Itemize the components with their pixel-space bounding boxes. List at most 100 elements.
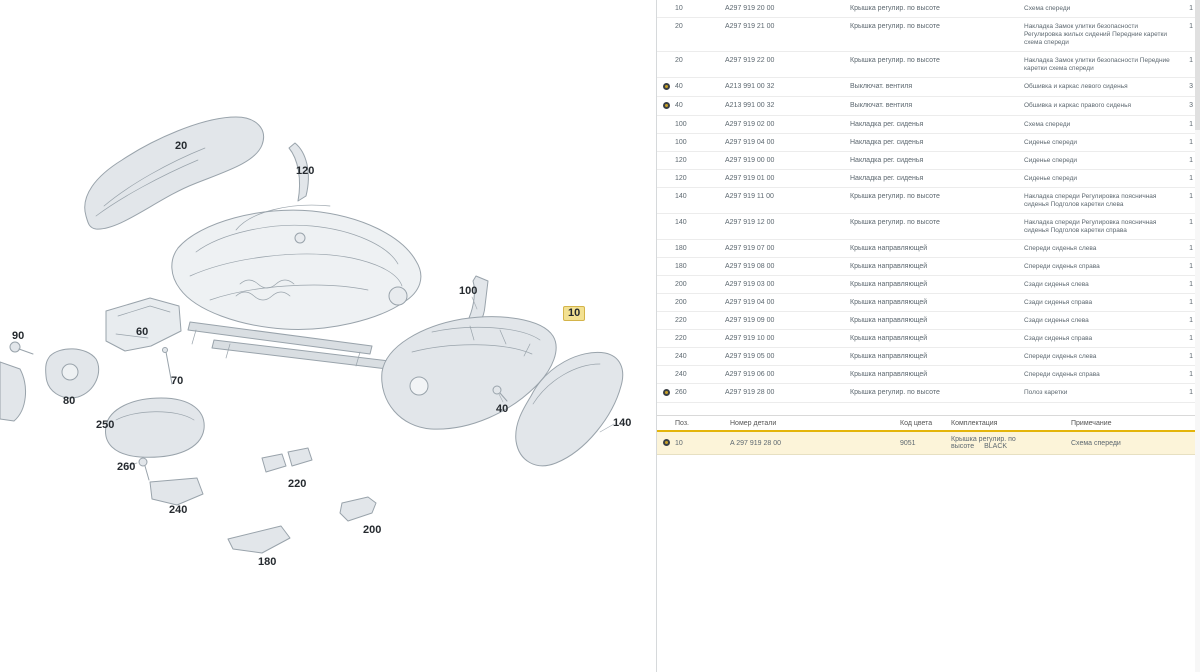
scrollbar-thumb[interactable] <box>1195 0 1200 130</box>
part-note: Накладка спереди Регулировка поясничная … <box>1024 193 1157 208</box>
part-name: Крышка регулир. по высоте <box>850 193 940 200</box>
diagram-callout-80[interactable]: 80 <box>63 395 76 407</box>
part-number: A297 919 02 00 <box>725 121 775 128</box>
part-quantity: 1 <box>1189 389 1193 396</box>
part-quantity: 3 <box>1189 102 1193 109</box>
diagram-callout-90[interactable]: 90 <box>12 330 25 342</box>
part-name: Накладка рег. сиденья <box>850 121 924 128</box>
part-quantity: 1 <box>1189 157 1193 164</box>
part-position: 220 <box>675 335 687 342</box>
part-position: 180 <box>675 263 687 270</box>
part-position: 100 <box>675 121 687 128</box>
vertical-scrollbar[interactable] <box>1195 0 1200 672</box>
part-number: A297 919 07 00 <box>725 245 775 252</box>
part-number: A297 919 21 00 <box>725 23 775 30</box>
part-name: Накладка рег. сиденья <box>850 139 924 146</box>
part-number: A297 919 04 00 <box>725 299 775 306</box>
part-number: A297 919 06 00 <box>725 371 775 378</box>
color-variant-icon <box>663 438 670 446</box>
diagram-callout-200[interactable]: 200 <box>363 524 382 536</box>
diagram-callout-40[interactable]: 40 <box>496 403 509 415</box>
part-number: A297 919 09 00 <box>725 317 775 324</box>
part-number: A297 919 04 00 <box>725 139 775 146</box>
part-position: 140 <box>675 193 687 200</box>
part-position: 40 <box>675 83 683 90</box>
part-number: A297 919 20 00 <box>725 5 775 12</box>
part-position: 40 <box>675 102 683 109</box>
diagram-callout-120[interactable]: 120 <box>296 165 315 177</box>
part-number: A213 991 00 32 <box>725 83 775 90</box>
part-quantity: 1 <box>1189 23 1193 30</box>
part-number: A297 919 08 00 <box>725 263 775 270</box>
part-note: Спереди сиденья слева <box>1024 245 1097 252</box>
part-note: Спереди сиденья справа <box>1024 371 1100 378</box>
diagram-callout-180[interactable]: 180 <box>258 556 277 568</box>
part-position: 260 <box>675 389 687 396</box>
part-quantity: 1 <box>1189 193 1193 200</box>
color-variant-icon <box>663 102 670 109</box>
detail-color-code: 9051 <box>900 439 916 447</box>
part-name: Выключат. вентиля <box>850 102 913 109</box>
diagram-callout-140[interactable]: 140 <box>613 417 632 429</box>
part-note: Сзади сиденья слева <box>1024 317 1089 324</box>
part-icon-cell <box>657 102 675 111</box>
part-icon-cell <box>657 83 675 92</box>
part-position: 240 <box>675 371 687 378</box>
part-note: Накладка спереди Регулировка поясничная … <box>1024 219 1157 234</box>
part-number: A297 919 03 00 <box>725 281 775 288</box>
detail-header-cell: Код цвета <box>900 420 933 427</box>
part-position: 180 <box>675 245 687 252</box>
part-name: Крышка направляющей <box>850 317 928 324</box>
diagram-callout-220[interactable]: 220 <box>288 478 307 490</box>
part-position: 240 <box>675 353 687 360</box>
diagram-callout-10[interactable]: 10 <box>563 306 586 321</box>
parts-table-row[interactable]: 40 A213 991 00 32 Выключат. вентиля Обшивка… <box>657 78 1200 97</box>
diagram-callout-240[interactable]: 240 <box>169 504 188 516</box>
diagram-callout-260[interactable]: 260 <box>117 461 136 473</box>
part-name: Крышка направляющей <box>850 245 928 252</box>
selected-part-detail: Поз. Номер детали Код цвета Комплектация При… <box>657 415 1200 455</box>
part-note: Обшивка и каркас левого сиденья <box>1024 83 1128 90</box>
part-quantity: 1 <box>1189 139 1193 146</box>
part-name: Выключат. вентиля <box>850 83 913 90</box>
part-number: A297 919 22 00 <box>725 57 775 64</box>
diagram-callout-250[interactable]: 250 <box>96 419 115 431</box>
detail-header-cell: Комплектация <box>951 420 998 427</box>
detail-icon-cell <box>657 438 675 448</box>
part-note: Спереди сиденья справа <box>1024 263 1100 270</box>
detail-header-cell: Номер детали <box>730 420 777 427</box>
diagram-callout-20[interactable]: 20 <box>175 140 188 152</box>
diagram-callout-100[interactable]: 100 <box>459 285 478 297</box>
part-quantity: 1 <box>1189 281 1193 288</box>
part-note: Накладка Замок улитки безопасности Перед… <box>1024 57 1170 72</box>
part-quantity: 1 <box>1189 299 1193 306</box>
part-quantity: 1 <box>1189 175 1193 182</box>
parts-table-row[interactable]: 180 A297 919 07 00 Крышка направляющей Спер… <box>657 240 1200 258</box>
detail-header-cell: Примечание <box>1071 420 1112 427</box>
detail-header-cell: Поз. <box>675 420 689 427</box>
diagram-callout-70[interactable]: 70 <box>171 375 184 387</box>
part-position: 120 <box>675 157 687 164</box>
diagram-callout-60[interactable]: 60 <box>136 326 149 338</box>
part-position: 200 <box>675 281 687 288</box>
part-note: Сзади сиденья слева <box>1024 281 1089 288</box>
